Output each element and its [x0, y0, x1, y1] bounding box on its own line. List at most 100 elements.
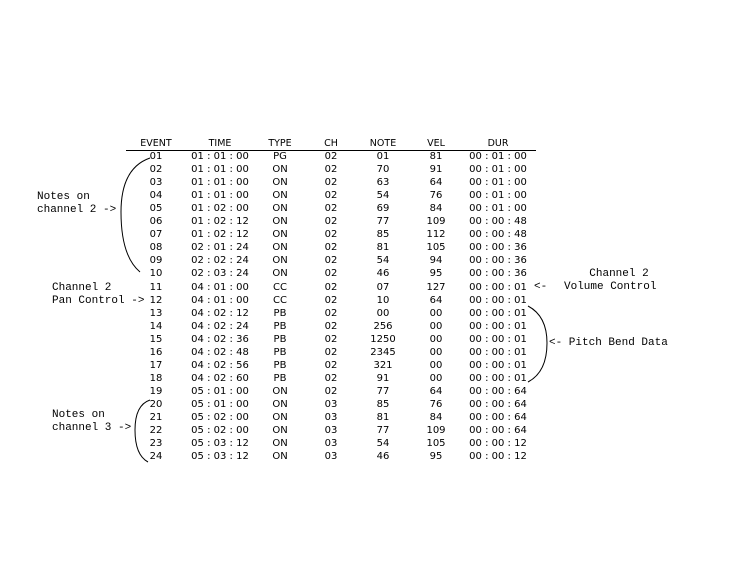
cell-ch: 02: [324, 268, 338, 280]
annotation-pan-control: Channel 2 Pan Control ->: [52, 282, 144, 308]
cell-event: 04: [149, 190, 163, 202]
cell-time: 05 : 02 : 00: [191, 412, 249, 423]
cell-time: 02 : 03 : 24: [191, 268, 249, 280]
cell-ch: 03: [324, 451, 338, 463]
cell-time: 04 : 01 : 00: [191, 294, 249, 306]
cell-dur: 00 : 01 : 00: [469, 177, 527, 189]
cell-event: 14: [149, 320, 163, 332]
annotation-pitch-bend: <- Pitch Bend Data: [549, 337, 668, 349]
cell-note: 77: [376, 216, 390, 228]
annotation-notes-channel-2-line2: channel 2 ->: [37, 204, 117, 216]
cell-event: 15: [149, 333, 163, 345]
cell-vel: 64: [429, 294, 443, 306]
cell-note: 256: [373, 320, 393, 332]
cell-vel: 00: [429, 320, 443, 332]
cell-time: 04 : 02 : 36: [191, 333, 249, 345]
cell-event: 12: [149, 294, 163, 306]
cell-time: 02 : 01 : 24: [191, 242, 249, 254]
annotation-pan-control-line1: Channel 2: [52, 282, 112, 294]
cell-ch: 02: [324, 307, 338, 319]
column-header-note: NOTE: [369, 138, 397, 149]
cell-event: 06: [149, 216, 163, 228]
cell-ch: 02: [324, 229, 338, 241]
cell-dur: 00 : 00 : 36: [469, 268, 527, 280]
cell-ch: 02: [324, 255, 338, 267]
cell-time: 04 : 02 : 60: [191, 372, 249, 384]
cell-dur: 00 : 00 : 01: [469, 372, 527, 384]
cell-ch: 03: [324, 425, 338, 437]
cell-vel: 00: [429, 333, 443, 345]
cell-ch: 02: [324, 346, 338, 358]
cell-dur: 00 : 00 : 01: [469, 281, 527, 293]
annotation-notes-channel-3-line1: Notes on: [52, 409, 105, 421]
column-header-event: EVENT: [140, 138, 172, 149]
cell-type: PB: [273, 307, 287, 319]
cell-type: ON: [272, 229, 288, 241]
cell-ch: 02: [324, 190, 338, 202]
annotation-pan-control-line2: Pan Control ->: [52, 295, 145, 307]
cell-dur: 00 : 00 : 01: [469, 307, 527, 319]
cell-note: 91: [376, 372, 390, 384]
cell-vel: 95: [429, 268, 443, 280]
cell-dur: 00 : 00 : 64: [469, 425, 527, 437]
cell-event: 22: [149, 425, 163, 437]
cell-event: 13: [149, 307, 163, 319]
cell-dur: 00 : 00 : 12: [469, 438, 527, 450]
cell-time: 02 : 02 : 24: [191, 255, 249, 267]
cell-ch: 02: [324, 216, 338, 228]
cell-note: 01: [376, 151, 390, 162]
cell-time: 05 : 02 : 00: [191, 425, 249, 437]
cell-vel: 105: [426, 242, 446, 254]
cell-event: 17: [149, 359, 163, 371]
cell-dur: 00 : 00 : 48: [469, 216, 527, 228]
cell-ch: 02: [324, 151, 338, 162]
cell-time: 05 : 03 : 12: [191, 451, 249, 463]
cell-ch: 02: [324, 203, 338, 215]
cell-vel: 127: [426, 281, 446, 293]
column-header-type: TYPE: [268, 138, 292, 149]
cell-time: 01 : 01 : 00: [191, 190, 249, 202]
cell-time: 05 : 01 : 00: [191, 398, 249, 410]
cell-vel: 76: [429, 190, 443, 202]
cell-event: 11: [149, 281, 163, 293]
cell-dur: 00 : 00 : 01: [469, 359, 527, 371]
cell-type: CC: [273, 294, 287, 306]
cell-type: ON: [272, 177, 288, 189]
cell-type: ON: [272, 385, 288, 397]
cell-type: ON: [272, 242, 288, 254]
cell-time: 01 : 01 : 00: [191, 164, 249, 176]
cell-dur: 00 : 01 : 00: [469, 164, 527, 176]
cell-type: ON: [272, 164, 288, 176]
cell-time: 01 : 02 : 00: [191, 203, 249, 215]
annotation-volume-arrow: <-: [534, 281, 548, 293]
cell-ch: 02: [324, 333, 338, 345]
cell-vel: 112: [426, 229, 446, 241]
cell-vel: 81: [429, 151, 443, 162]
cell-event: 08: [149, 242, 163, 254]
cell-note: 77: [376, 425, 390, 437]
cell-event: 24: [149, 451, 163, 463]
brace-notes-channel-2: [120, 157, 151, 273]
cell-note: 70: [376, 164, 390, 176]
cell-type: ON: [272, 268, 288, 280]
cell-note: 321: [373, 359, 393, 371]
cell-note: 85: [376, 398, 390, 410]
cell-dur: 00 : 00 : 01: [469, 294, 527, 306]
cell-dur: 00 : 00 : 01: [469, 320, 527, 332]
cell-ch: 02: [324, 359, 338, 371]
cell-type: PB: [273, 359, 287, 371]
cell-dur: 00 : 00 : 12: [469, 451, 527, 463]
cell-event: 09: [149, 255, 163, 267]
cell-note: 77: [376, 385, 390, 397]
cell-vel: 76: [429, 398, 443, 410]
cell-event: 23: [149, 438, 163, 450]
cell-note: 63: [376, 177, 390, 189]
annotation-volume-control-line1: Channel 2: [589, 268, 649, 280]
cell-event: 03: [149, 177, 163, 189]
cell-type: PG: [273, 151, 287, 162]
cell-type: CC: [273, 281, 287, 293]
cell-ch: 02: [324, 320, 338, 332]
cell-vel: 64: [429, 177, 443, 189]
cell-dur: 00 : 00 : 64: [469, 412, 527, 423]
cell-vel: 00: [429, 346, 443, 358]
